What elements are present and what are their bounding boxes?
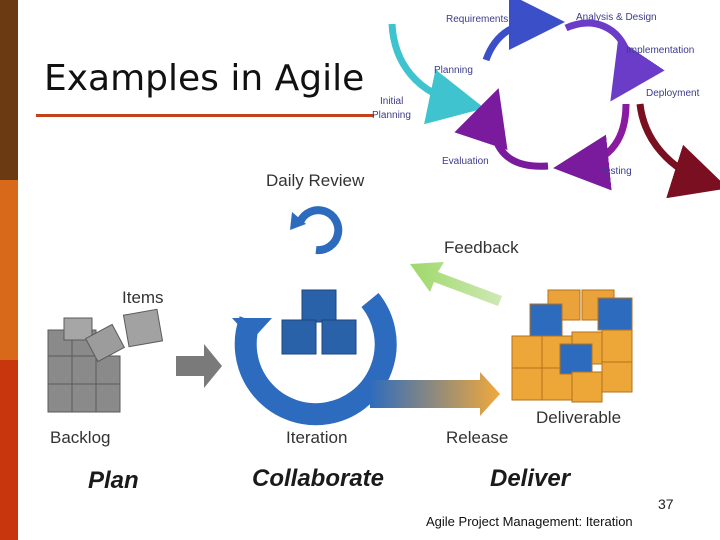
daily-review-loop xyxy=(296,206,343,255)
cycle-arrow-evaluation xyxy=(454,88,549,170)
label-testing: Testing xyxy=(600,166,632,177)
label-deliverable: Deliverable xyxy=(536,408,621,427)
label-initial-planning-line2: Planning xyxy=(372,110,411,121)
slide-title: Examples in Agile xyxy=(44,58,365,99)
label-iteration: Iteration xyxy=(286,428,347,447)
page-number: 37 xyxy=(658,496,674,512)
cycle-arrow-deployment xyxy=(636,103,720,199)
label-implementation: Implementation xyxy=(626,45,694,56)
label-daily-review: Daily Review xyxy=(266,171,365,190)
label-feedback: Feedback xyxy=(444,238,519,257)
label-evaluation: Evaluation xyxy=(442,156,489,167)
label-initial-planning-line1: Initial xyxy=(380,96,403,107)
iteration-cubes xyxy=(281,289,357,355)
cycle-arrow-initial xyxy=(388,23,485,125)
cycle-arrow-requirements xyxy=(482,0,565,62)
deliverable-cubes xyxy=(511,289,633,403)
label-items: Items xyxy=(122,288,164,307)
label-deployment: Deployment xyxy=(646,88,700,99)
title-underline xyxy=(36,114,374,117)
sidebar-middle xyxy=(0,180,18,360)
label-backlog: Backlog xyxy=(50,428,110,447)
label-requirements: Requirements xyxy=(446,14,508,25)
label-planning: Planning xyxy=(434,65,473,76)
cycle-arrow-testing xyxy=(553,103,630,191)
sidebar-bottom xyxy=(0,360,18,540)
release-arrow xyxy=(370,372,500,416)
backlog-cubes xyxy=(47,308,164,413)
label-plan: Plan xyxy=(88,467,139,494)
plan-arrow xyxy=(176,344,222,388)
label-deliver: Deliver xyxy=(490,465,572,492)
feedback-arrow xyxy=(410,262,502,306)
iteration-loop xyxy=(234,293,397,426)
label-analysis-design: Analysis & Design xyxy=(576,12,657,23)
development-cycle-diagram: Requirements Analysis & Design Implement… xyxy=(372,0,720,199)
diagram-caption: Agile Project Management: Iteration xyxy=(426,514,633,529)
cycle-arrow-analysis xyxy=(564,19,665,102)
label-collaborate: Collaborate xyxy=(252,465,384,492)
sidebar-top xyxy=(0,0,18,180)
label-release: Release xyxy=(446,428,508,447)
